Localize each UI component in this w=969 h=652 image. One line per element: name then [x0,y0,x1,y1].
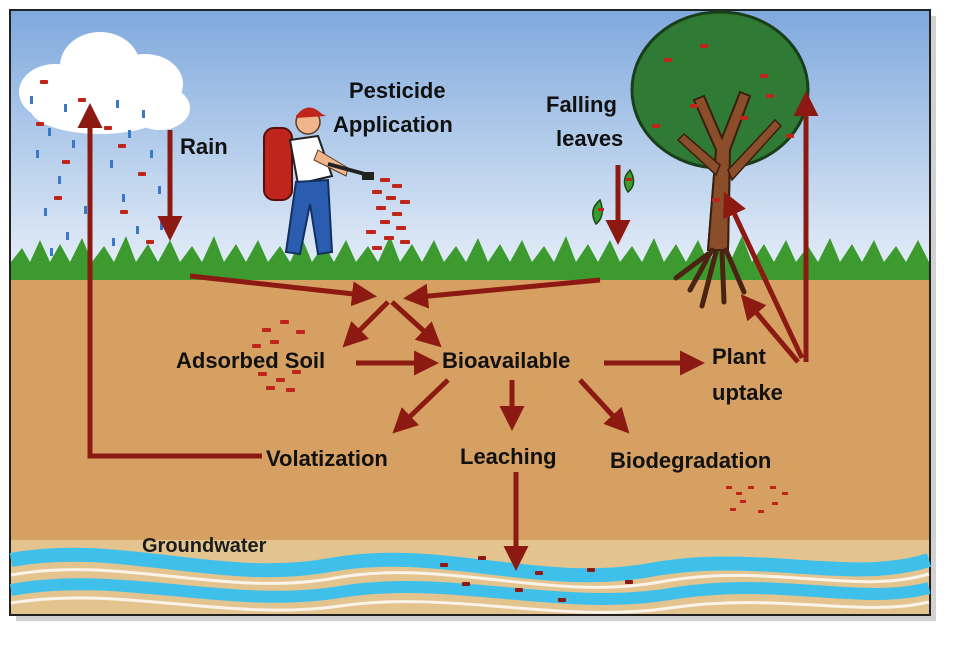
label-pesticide-line2: Application [333,112,453,137]
to-biodegradation-arrow [578,378,630,434]
tree [630,10,810,309]
label-falling-line2: leaves [556,126,623,151]
pesticide-applicator-figure [263,107,374,256]
label-biodegradation: Biodegradation [610,448,771,473]
volatization-arrow [77,103,262,459]
label-plant-line2: uptake [712,380,783,405]
label-plant-line1: Plant [712,344,766,369]
falling-leaves [592,168,635,226]
label-pesticide-line1: Pesticide [349,78,446,103]
uptake-to-roots-arrow [740,294,800,364]
to-volatization-arrow [392,378,450,434]
soil [11,272,929,542]
label-adsorbed-soil: Adsorbed Soil [176,348,325,373]
label-volatization: Volatization [266,446,388,471]
uptake-to-trunk-arrow [723,191,805,360]
surface-right-arrow [403,277,601,309]
process-arrows [77,91,819,571]
label-leaching: Leaching [460,444,557,469]
adsorbed-soil-particles [252,320,305,392]
groundwater-band [9,547,932,614]
to-bioavailable-arrow [390,300,442,348]
label-bioavailable: Bioavailable [442,348,570,373]
label-falling-line1: Falling [546,92,617,117]
biodegradation-particles [726,486,788,513]
label-groundwater: Groundwater [142,535,267,557]
rain-cloud [19,32,190,134]
label-rain: Rain [180,134,228,159]
diagram-labels: Rain Pesticide Application Falling leave… [142,78,783,557]
to-adsorbed-arrow [342,300,390,348]
surface-left-arrow [189,273,377,307]
pesticide-spray [366,178,410,250]
